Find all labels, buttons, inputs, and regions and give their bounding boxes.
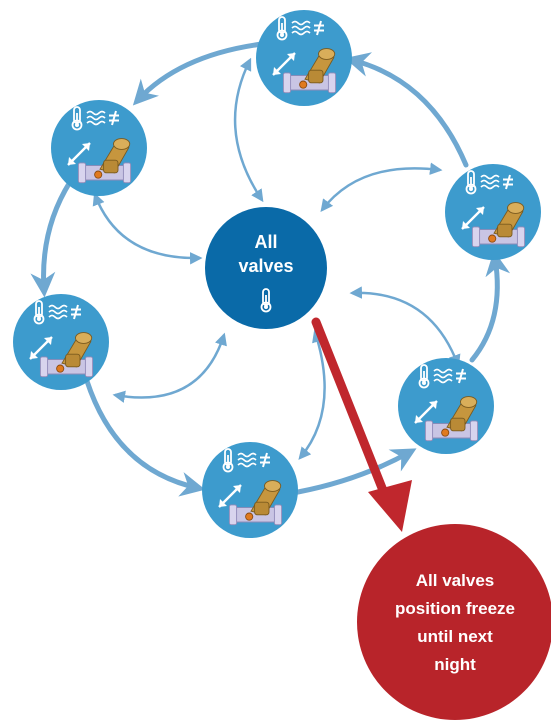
link-left <box>112 332 227 403</box>
link-upperleft <box>92 192 203 265</box>
outcome-arrow <box>311 317 412 532</box>
outcome-line1: All valves <box>416 571 494 590</box>
cycle-arrow-top-to-upperleft <box>132 41 265 106</box>
cycle-arrow-left-to-bottom <box>83 375 206 497</box>
cycle-arrows <box>30 41 511 497</box>
outcome-line2: position freeze <box>395 599 515 618</box>
center-links <box>92 57 461 460</box>
outcome-node: All valves position freeze until next ni… <box>357 524 551 720</box>
valve-node-bottom <box>202 442 298 538</box>
link-lowerright <box>349 286 461 368</box>
link-top <box>233 57 264 203</box>
valve-node-top <box>256 10 352 106</box>
cycle-arrow-upperleft-to-left <box>30 179 73 298</box>
outcome-line4: night <box>434 655 476 674</box>
cycle-arrow-bottom-to-lowerright <box>295 448 417 495</box>
link-bottom <box>298 329 326 460</box>
valve-node-left <box>13 294 109 390</box>
outcome-line3: until next <box>417 627 493 646</box>
center-node: All valves <box>205 207 327 329</box>
cycle-arrow-lowerright-to-right <box>469 250 511 363</box>
center-label-line2: valves <box>238 256 293 276</box>
cycle-arrow-right-to-top <box>344 52 469 168</box>
valve-node-right <box>445 164 541 260</box>
link-right <box>320 162 443 212</box>
valve-node-upper-left <box>51 100 147 196</box>
center-label-line1: All <box>254 232 277 252</box>
valve-node-lower-right <box>398 358 494 454</box>
